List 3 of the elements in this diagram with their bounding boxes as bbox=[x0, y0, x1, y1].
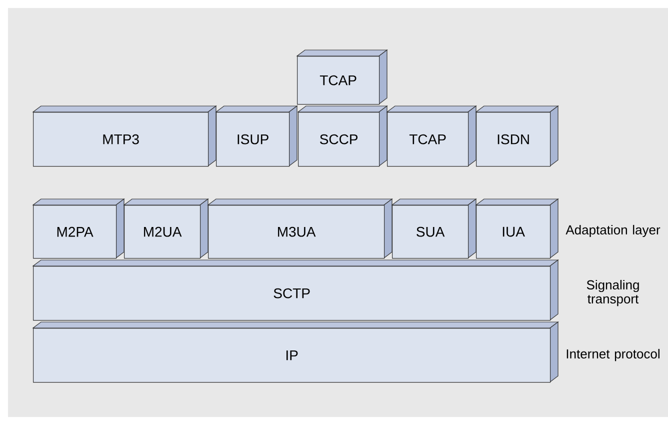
layer-label: Adaptation layer bbox=[566, 224, 660, 238]
layer-label: Signaling transport bbox=[586, 280, 639, 306]
layer-label: Internet protocol bbox=[566, 348, 660, 362]
